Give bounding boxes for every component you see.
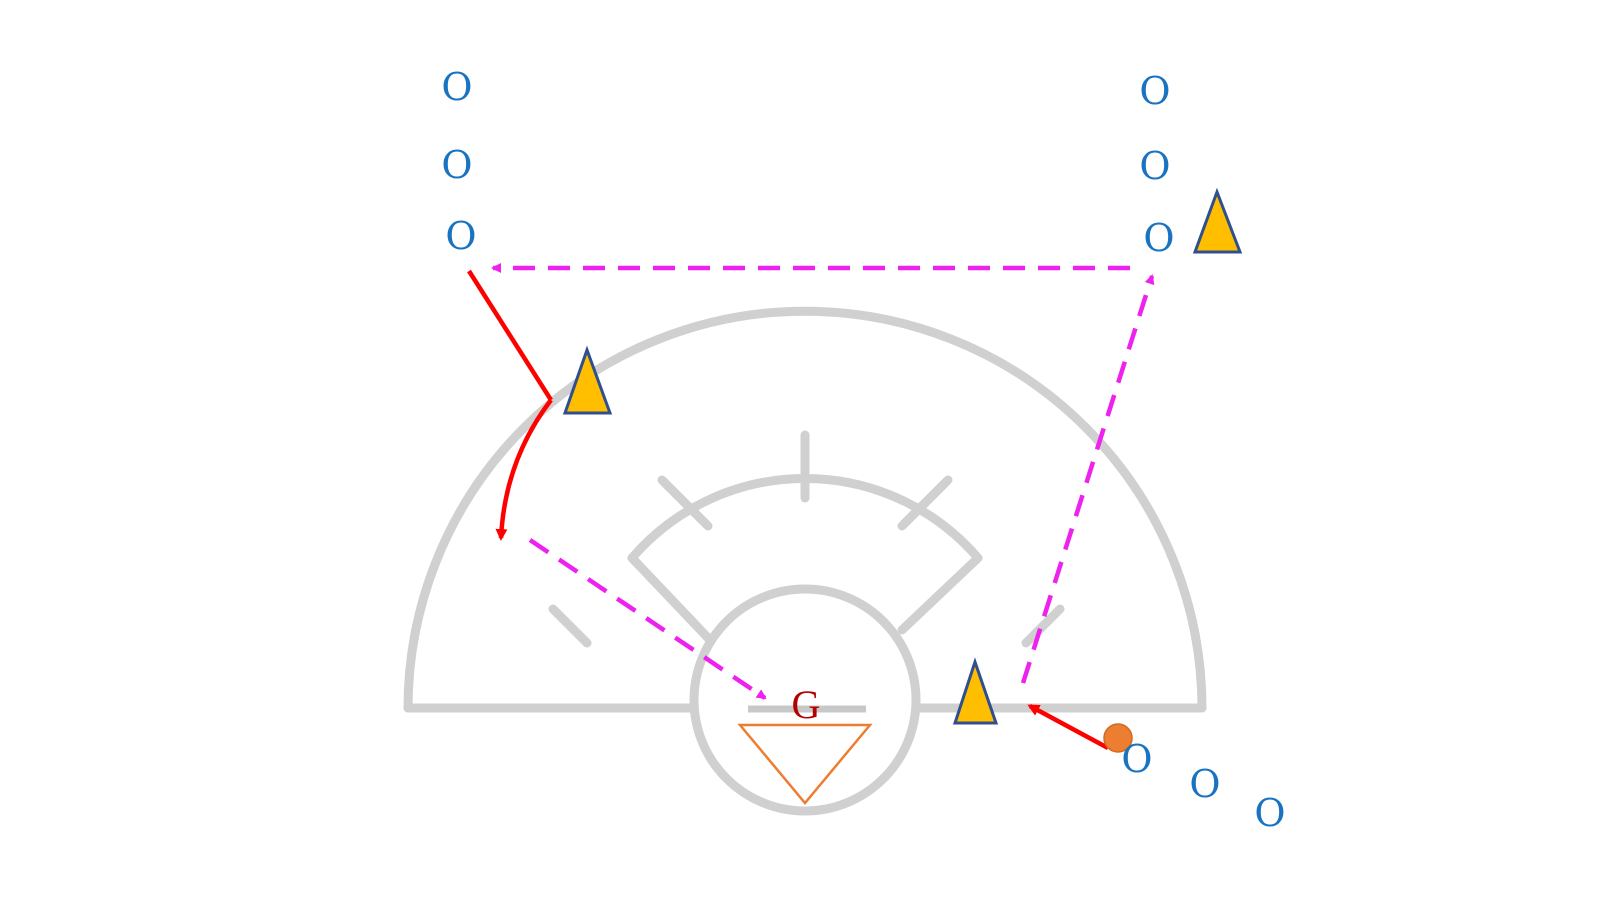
outer-arc: [403, 306, 1207, 713]
hash-mark-lower-right: [1021, 604, 1065, 648]
player: O: [1189, 762, 1220, 806]
player: O: [441, 143, 472, 187]
goal-icon: [737, 723, 873, 805]
player: O: [1254, 791, 1285, 835]
cone-icon: [562, 345, 613, 415]
inner-arc-left-side: [627, 553, 715, 645]
run-left-straight: [467, 269, 553, 402]
pass-bottom-to-top-right: [1020, 274, 1155, 684]
inner-arc-right-side: [897, 553, 983, 635]
crease-circle: [689, 584, 921, 816]
player: O: [1143, 216, 1174, 260]
player: O: [1139, 144, 1170, 188]
pass-to-goal: [528, 538, 767, 700]
ball-icon: [1103, 723, 1133, 753]
player: O: [445, 214, 476, 258]
players-left-line: O O O: [441, 65, 476, 258]
run-left-curve: [495, 398, 553, 541]
run-bottom-right: [1027, 704, 1110, 750]
players-bottom-line: O O O: [1121, 737, 1285, 835]
player: O: [441, 65, 472, 109]
cone-icon: [1192, 187, 1243, 254]
hash-mark-left: [657, 475, 713, 531]
pass-lines: [491, 263, 1155, 700]
player: O: [1121, 737, 1152, 781]
cones: [562, 187, 1243, 725]
goalie-label: G: [792, 682, 821, 727]
hash-mark-lower-left: [548, 604, 592, 648]
hash-mark-right: [897, 475, 953, 531]
run-lines: [467, 269, 1110, 750]
player: O: [1139, 69, 1170, 113]
players-right-line: O O O: [1139, 69, 1174, 260]
cone-icon: [952, 657, 999, 725]
